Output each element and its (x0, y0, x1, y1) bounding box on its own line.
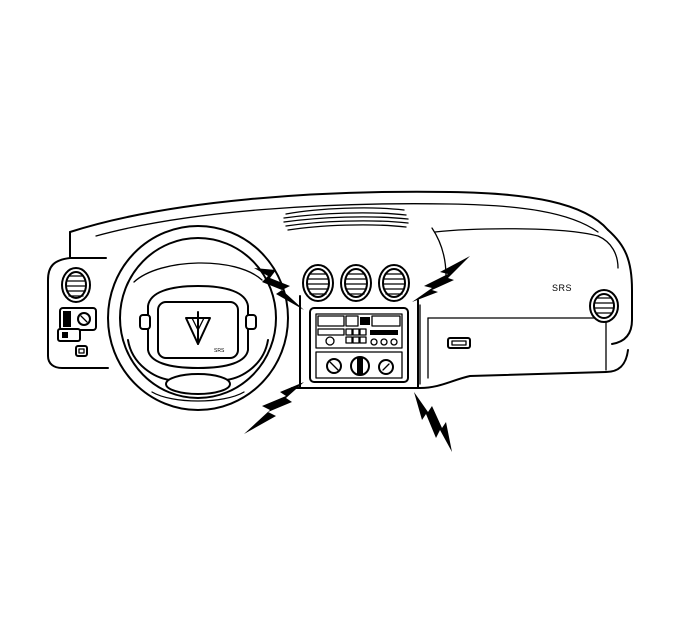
left-switch-cluster (57, 307, 97, 357)
lightning-bolt-icon-upper-left (254, 268, 304, 310)
emblem-icon (185, 311, 211, 345)
radio-hvac-panel (309, 307, 409, 383)
dash-srs-label: SRS (552, 283, 572, 293)
steering-wheel: SRS (107, 225, 289, 411)
lightning-bolt-icon-lower-left (244, 382, 304, 434)
glove-box (447, 337, 471, 349)
wheel-srs-label: SRS (214, 348, 225, 354)
defroster-grille (283, 207, 409, 231)
center-air-vent-3 (378, 264, 410, 302)
lightning-bolt-icon-lower-right (414, 392, 452, 452)
right-air-vent (589, 289, 619, 323)
lightning-bolt-icon-upper-right (412, 256, 470, 302)
center-air-vent-1 (302, 264, 334, 302)
left-air-vent (61, 267, 91, 303)
center-air-vent-2 (340, 264, 372, 302)
